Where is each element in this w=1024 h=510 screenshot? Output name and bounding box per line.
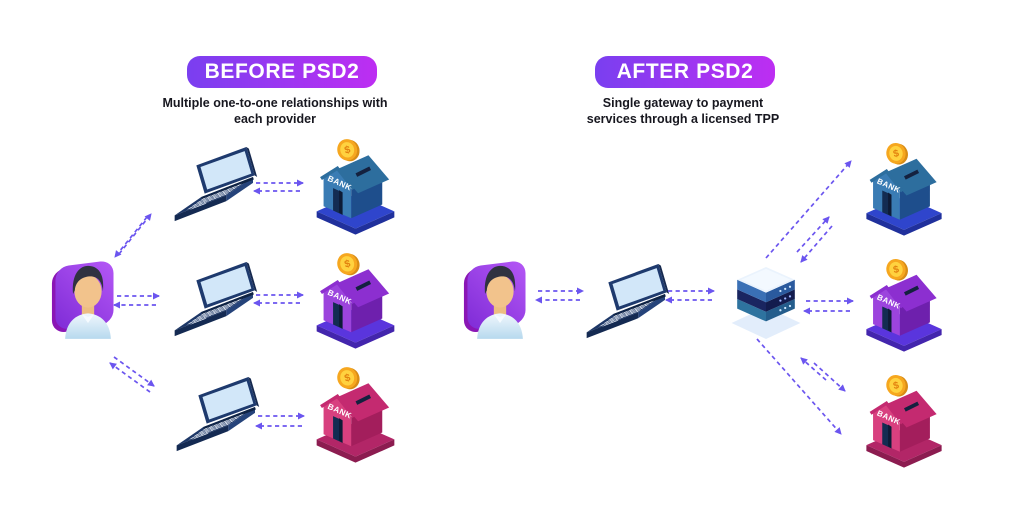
laptop-icon bbox=[174, 147, 258, 222]
bank-icon-purple: BANK $ bbox=[866, 256, 942, 352]
arrow-server-to-bank-bottom bbox=[756, 338, 846, 435]
bank-icon-blue: BANK $ bbox=[866, 140, 942, 236]
laptop-icon bbox=[176, 377, 260, 452]
coin-dollar-icon: $ bbox=[892, 380, 900, 392]
bank-icon-pink: BANK $ bbox=[316, 364, 395, 463]
coin-dollar-icon: $ bbox=[343, 145, 351, 157]
bank-icon-blue: BANK $ bbox=[316, 136, 395, 235]
after-psd2-badge: AFTER PSD2 bbox=[595, 56, 775, 88]
arrow-server-to-bank-middle bbox=[803, 297, 854, 315]
after-psd2-title: AFTER PSD2 bbox=[616, 60, 754, 83]
before-psd2-badge: BEFORE PSD2 bbox=[187, 56, 377, 88]
coin-dollar-icon: $ bbox=[343, 259, 351, 271]
coin-dollar-icon: $ bbox=[343, 373, 351, 385]
after-psd2-subtitle: Single gateway to payment services throu… bbox=[586, 96, 780, 127]
coin-dollar-icon: $ bbox=[892, 264, 900, 276]
tpp-server-icon bbox=[731, 267, 801, 339]
bank-icon-purple: BANK $ bbox=[316, 250, 395, 349]
arrow-user-to-laptop-bottom bbox=[109, 356, 155, 393]
user-avatar-icon bbox=[51, 259, 114, 339]
arrow-server-to-bank-top bbox=[765, 160, 852, 263]
before-psd2-title: BEFORE PSD2 bbox=[204, 60, 360, 83]
laptop-icon bbox=[174, 262, 258, 337]
laptop-icon bbox=[586, 264, 670, 339]
bank-icon-pink: BANK $ bbox=[866, 372, 942, 468]
user-avatar-icon bbox=[463, 259, 526, 339]
before-psd2-subtitle: Multiple one-to-one relationships with e… bbox=[162, 96, 388, 127]
coin-dollar-icon: $ bbox=[892, 148, 900, 160]
